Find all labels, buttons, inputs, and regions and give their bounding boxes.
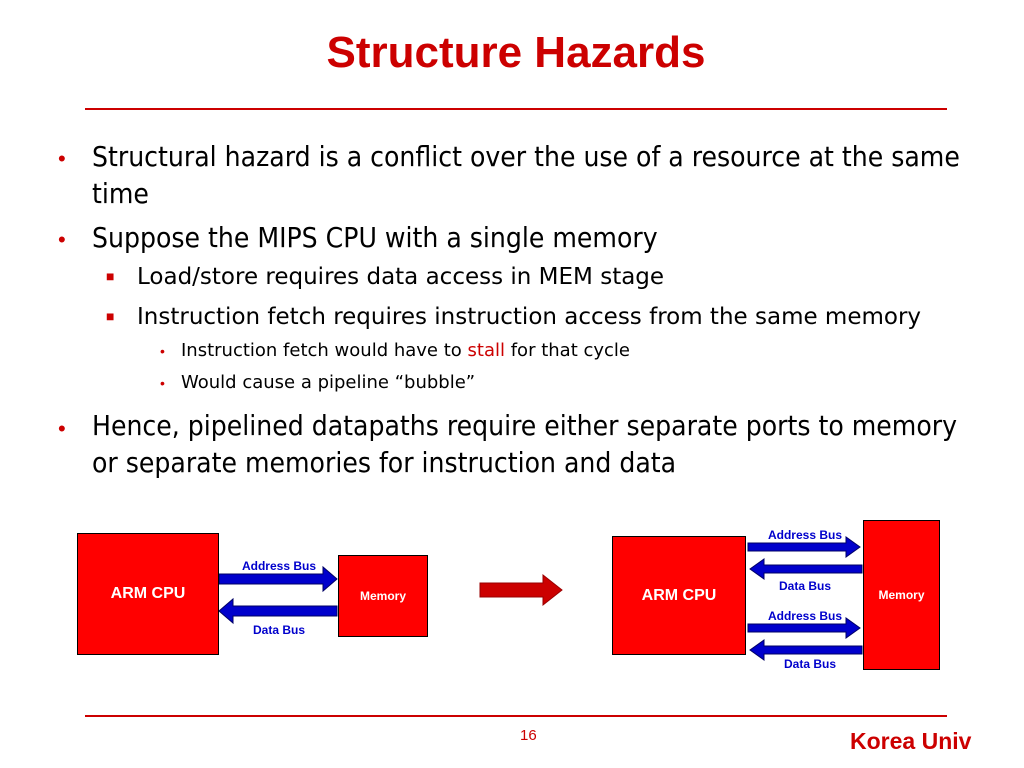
right-memory-label: Memory bbox=[878, 588, 925, 602]
right-data-bus-2-label: Data Bus bbox=[783, 657, 836, 671]
right-data-bus-2-arrow bbox=[749, 639, 863, 661]
right-address-bus-2-arrow bbox=[747, 617, 861, 639]
right-address-bus-2-label: Address Bus bbox=[767, 609, 843, 623]
stall-text-post: for that cycle bbox=[505, 340, 630, 361]
bullet-item-3: Hence, pipelined datapaths require eithe… bbox=[92, 409, 957, 479]
left-address-bus-arrow bbox=[218, 565, 338, 593]
stall-highlight: stall bbox=[467, 340, 505, 361]
right-data-bus-1-arrow bbox=[749, 558, 863, 580]
bullet-dot-icon: • bbox=[58, 146, 66, 171]
left-cpu-box: ARM CPU bbox=[77, 533, 219, 655]
right-memory-box: Memory bbox=[863, 520, 940, 670]
bullet-dot-icon: • bbox=[160, 343, 165, 359]
slide-title: Structure Hazards bbox=[326, 28, 706, 77]
left-data-bus-arrow bbox=[218, 597, 338, 625]
sub-bullet-2: Instruction fetch requires instruction a… bbox=[137, 304, 922, 330]
right-data-bus-1-label: Data Bus bbox=[778, 579, 831, 593]
left-address-bus-label: Address Bus bbox=[241, 559, 317, 573]
transition-arrow-icon bbox=[479, 573, 563, 607]
brand-logo-text: Korea Univ bbox=[850, 728, 972, 754]
bullet-item-2: Suppose the MIPS CPU with a single memor… bbox=[92, 221, 658, 254]
sub-bullet-1: Load/store requires data access in MEM s… bbox=[137, 264, 665, 290]
bullet-dot-icon: • bbox=[58, 416, 66, 441]
right-address-bus-1-arrow bbox=[747, 536, 861, 558]
left-memory-box: Memory bbox=[338, 555, 428, 637]
left-memory-label: Memory bbox=[359, 589, 406, 603]
right-cpu-box: ARM CPU bbox=[612, 536, 746, 655]
right-address-bus-1-label: Address Bus bbox=[767, 528, 843, 542]
bullet-item-1: Structural hazard is a conflict over the… bbox=[92, 140, 960, 210]
bullet-dot-icon: • bbox=[160, 375, 165, 391]
sub-sub-bullet-1: Instruction fetch would have to stall fo… bbox=[181, 340, 630, 362]
page-number: 16 bbox=[520, 727, 537, 744]
bullet-dot-icon: • bbox=[58, 227, 66, 252]
title-divider bbox=[85, 108, 947, 110]
right-cpu-label: ARM CPU bbox=[641, 586, 717, 604]
sub-sub-bullet-2: Would cause a pipeline “bubble” bbox=[181, 372, 476, 393]
stall-text-pre: Instruction fetch would have to bbox=[181, 340, 468, 361]
left-data-bus-label: Data Bus bbox=[252, 623, 305, 637]
square-bullet-icon: ■ bbox=[106, 308, 115, 324]
square-bullet-icon: ■ bbox=[106, 268, 115, 284]
footer-divider bbox=[85, 715, 947, 717]
left-cpu-label: ARM CPU bbox=[110, 585, 186, 602]
